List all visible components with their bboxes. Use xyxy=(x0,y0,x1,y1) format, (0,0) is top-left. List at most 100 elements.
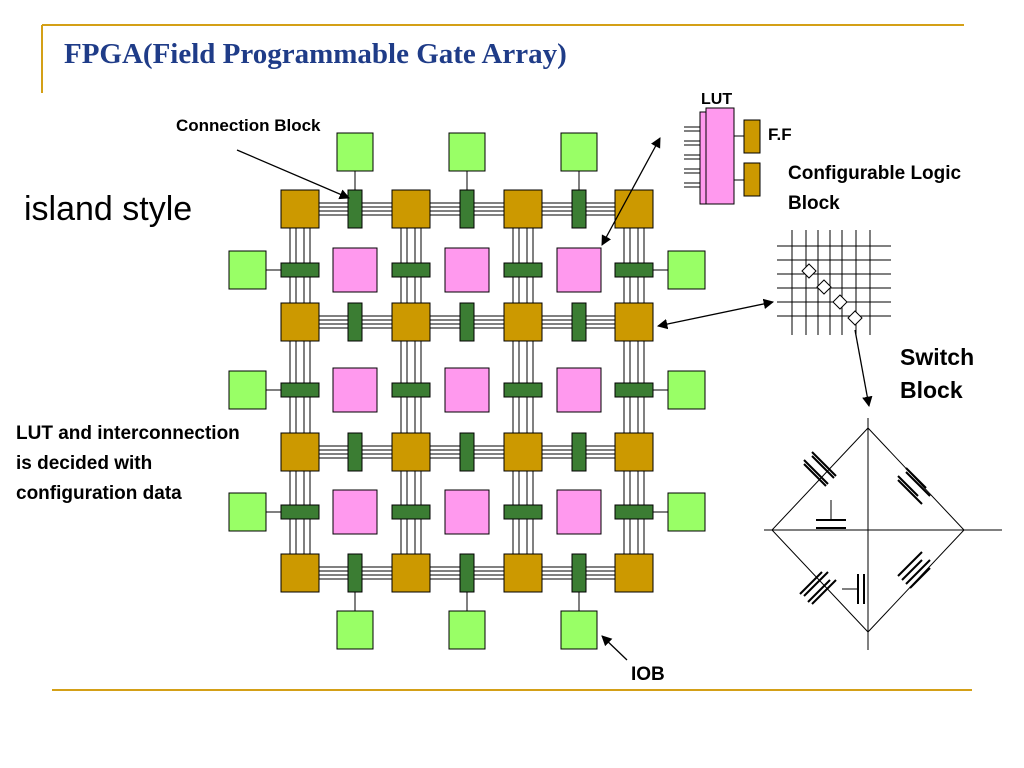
transistor-bl-channel xyxy=(811,579,837,605)
switch-block xyxy=(503,189,543,229)
island-style-label: island style xyxy=(24,190,193,228)
io-block xyxy=(560,610,598,650)
connection-block xyxy=(347,553,363,593)
connection-block xyxy=(571,553,587,593)
sb-switch-diamond-3 xyxy=(847,310,863,326)
clb-label-line-2: Block xyxy=(788,193,840,214)
connection-block xyxy=(571,189,587,229)
connection-block xyxy=(280,504,320,520)
connection-block xyxy=(391,382,431,398)
switch-block xyxy=(614,189,654,229)
switch-block xyxy=(503,432,543,472)
switch-block-label-line-2: Block xyxy=(900,377,963,403)
transistor-br-channel xyxy=(897,551,923,577)
logic-block xyxy=(556,489,602,535)
connection-block xyxy=(503,504,543,520)
connection-block xyxy=(347,302,363,342)
connection-block-label: Connection Block xyxy=(176,116,321,135)
io-block xyxy=(667,492,706,532)
ff-block-top xyxy=(743,119,761,154)
switch-block xyxy=(280,553,320,593)
connection-block xyxy=(459,189,475,229)
switch-block xyxy=(614,432,654,472)
io-block xyxy=(228,250,267,290)
transistor-tl2-gate xyxy=(811,455,835,479)
transistor-br2-gate xyxy=(901,559,923,581)
io-block xyxy=(560,132,598,172)
switch-block xyxy=(280,189,320,229)
sb-switch-diamond-0 xyxy=(801,263,817,279)
transistor-bl2-gate xyxy=(807,579,831,603)
io-block xyxy=(448,132,486,172)
lut-shape xyxy=(705,107,735,205)
connection-block xyxy=(614,262,654,278)
switch-block xyxy=(391,432,431,472)
connection-block xyxy=(459,302,475,342)
io-block xyxy=(228,370,267,410)
connection-block xyxy=(347,189,363,229)
connection-block xyxy=(459,432,475,472)
connection-block xyxy=(459,553,475,593)
switch-block xyxy=(614,553,654,593)
transistor-tr2-gate xyxy=(897,475,919,497)
slide-title: FPGA(Field Programmable Gate Array) xyxy=(64,38,567,70)
lut-label: LUT xyxy=(701,91,733,108)
connection-block xyxy=(503,382,543,398)
transistor-tr2-channel xyxy=(905,467,927,489)
logic-block xyxy=(332,247,378,293)
transistor-tl-channel xyxy=(811,451,837,477)
switch-block xyxy=(503,553,543,593)
transistor-br2-channel xyxy=(909,567,931,589)
io-block xyxy=(448,610,486,650)
switch-block xyxy=(280,432,320,472)
transistor-tl2-channel xyxy=(803,463,827,487)
transistor-tr-gate xyxy=(905,471,931,497)
connection-block xyxy=(391,262,431,278)
logic-block xyxy=(444,367,490,413)
connection-block-arrow xyxy=(236,149,350,200)
switch-block-label-line-1: Switch xyxy=(900,344,975,370)
note-line-2: is decided with xyxy=(16,453,153,474)
switch-block xyxy=(391,189,431,229)
connection-block xyxy=(503,262,543,278)
connection-block xyxy=(571,432,587,472)
io-block xyxy=(667,370,706,410)
io-block xyxy=(667,250,706,290)
logic-block xyxy=(332,367,378,413)
connection-block xyxy=(280,382,320,398)
switch-block xyxy=(614,302,654,342)
logic-block xyxy=(444,247,490,293)
io-block xyxy=(336,610,374,650)
logic-block xyxy=(556,247,602,293)
transistor-tl-gate xyxy=(803,459,829,485)
connection-block xyxy=(614,382,654,398)
clb-arrow xyxy=(601,137,661,246)
connection-block xyxy=(391,504,431,520)
transistor-tr-channel xyxy=(897,479,923,505)
iob-label: IOB xyxy=(631,664,665,685)
connection-block xyxy=(571,302,587,342)
transistor-br-gate xyxy=(905,559,931,585)
logic-block xyxy=(556,367,602,413)
clb-label-line-1: Configurable Logic xyxy=(788,163,962,184)
ff-block-bottom xyxy=(743,162,761,197)
transistor-bl2-channel xyxy=(799,571,823,595)
note-line-1: LUT and interconnection xyxy=(16,423,240,444)
switch-block xyxy=(280,302,320,342)
switch-block xyxy=(391,302,431,342)
switch-detail-arrow xyxy=(854,329,873,408)
iob-arrow xyxy=(601,635,628,661)
connection-block xyxy=(347,432,363,472)
sb-switch-diamond-2 xyxy=(832,294,848,310)
note-line-3: configuration data xyxy=(16,483,182,504)
sb-switch-diamond-1 xyxy=(816,279,832,295)
connection-block xyxy=(280,262,320,278)
logic-block xyxy=(444,489,490,535)
io-block xyxy=(228,492,267,532)
connection-block xyxy=(614,504,654,520)
transistor-bl-gate xyxy=(803,571,829,597)
switch-block xyxy=(503,302,543,342)
logic-block xyxy=(332,489,378,535)
